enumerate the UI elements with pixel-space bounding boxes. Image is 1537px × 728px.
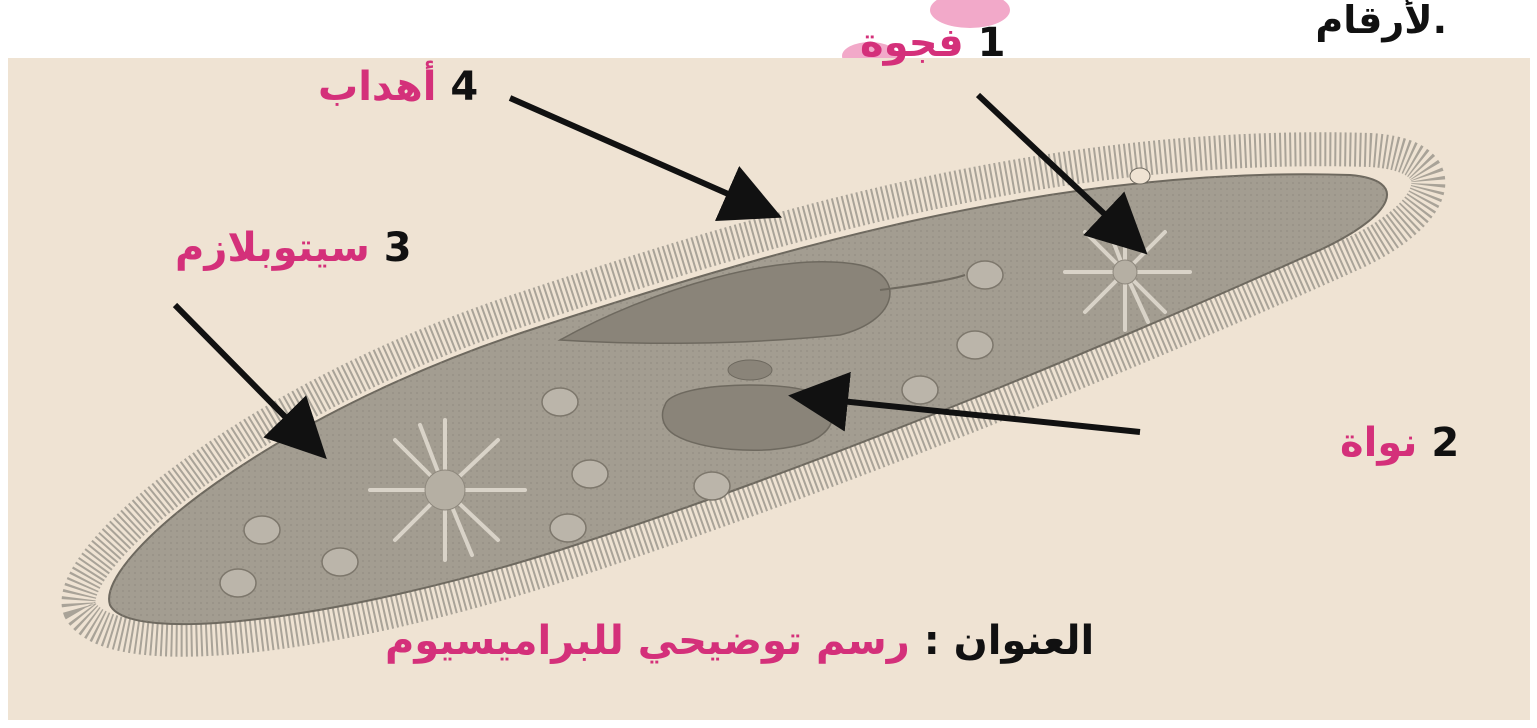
label-vacuole-text: فجوة [860,20,964,66]
label-cilia: 4 أهداب [318,64,478,110]
label-cytoplasm: 3 سيتوبلازم [175,225,412,271]
micronucleus [728,360,772,380]
label-nucleus-number: 2 [1431,420,1459,466]
arrow-cilia [510,98,760,208]
nucleus-shape [662,385,832,450]
label-vacuole-number: 1 [978,20,1006,66]
arrow-cytoplasm [175,305,310,442]
diagram-title: العنوان : رسم توضيحي للبراميسيوم [385,618,1094,664]
label-vacuole: 1 فجوة [860,20,1006,66]
label-cytoplasm-number: 3 [384,225,412,271]
label-cilia-number: 4 [450,64,478,110]
label-cilia-text: أهداب [318,64,436,110]
label-cytoplasm-text: سيتوبلازم [175,225,370,271]
label-nucleus: 2 نواة [1340,420,1459,466]
label-nucleus-text: نواة [1340,420,1417,466]
title-value: رسم توضيحي للبراميسيوم [385,618,910,664]
title-key: العنوان : [924,618,1095,664]
